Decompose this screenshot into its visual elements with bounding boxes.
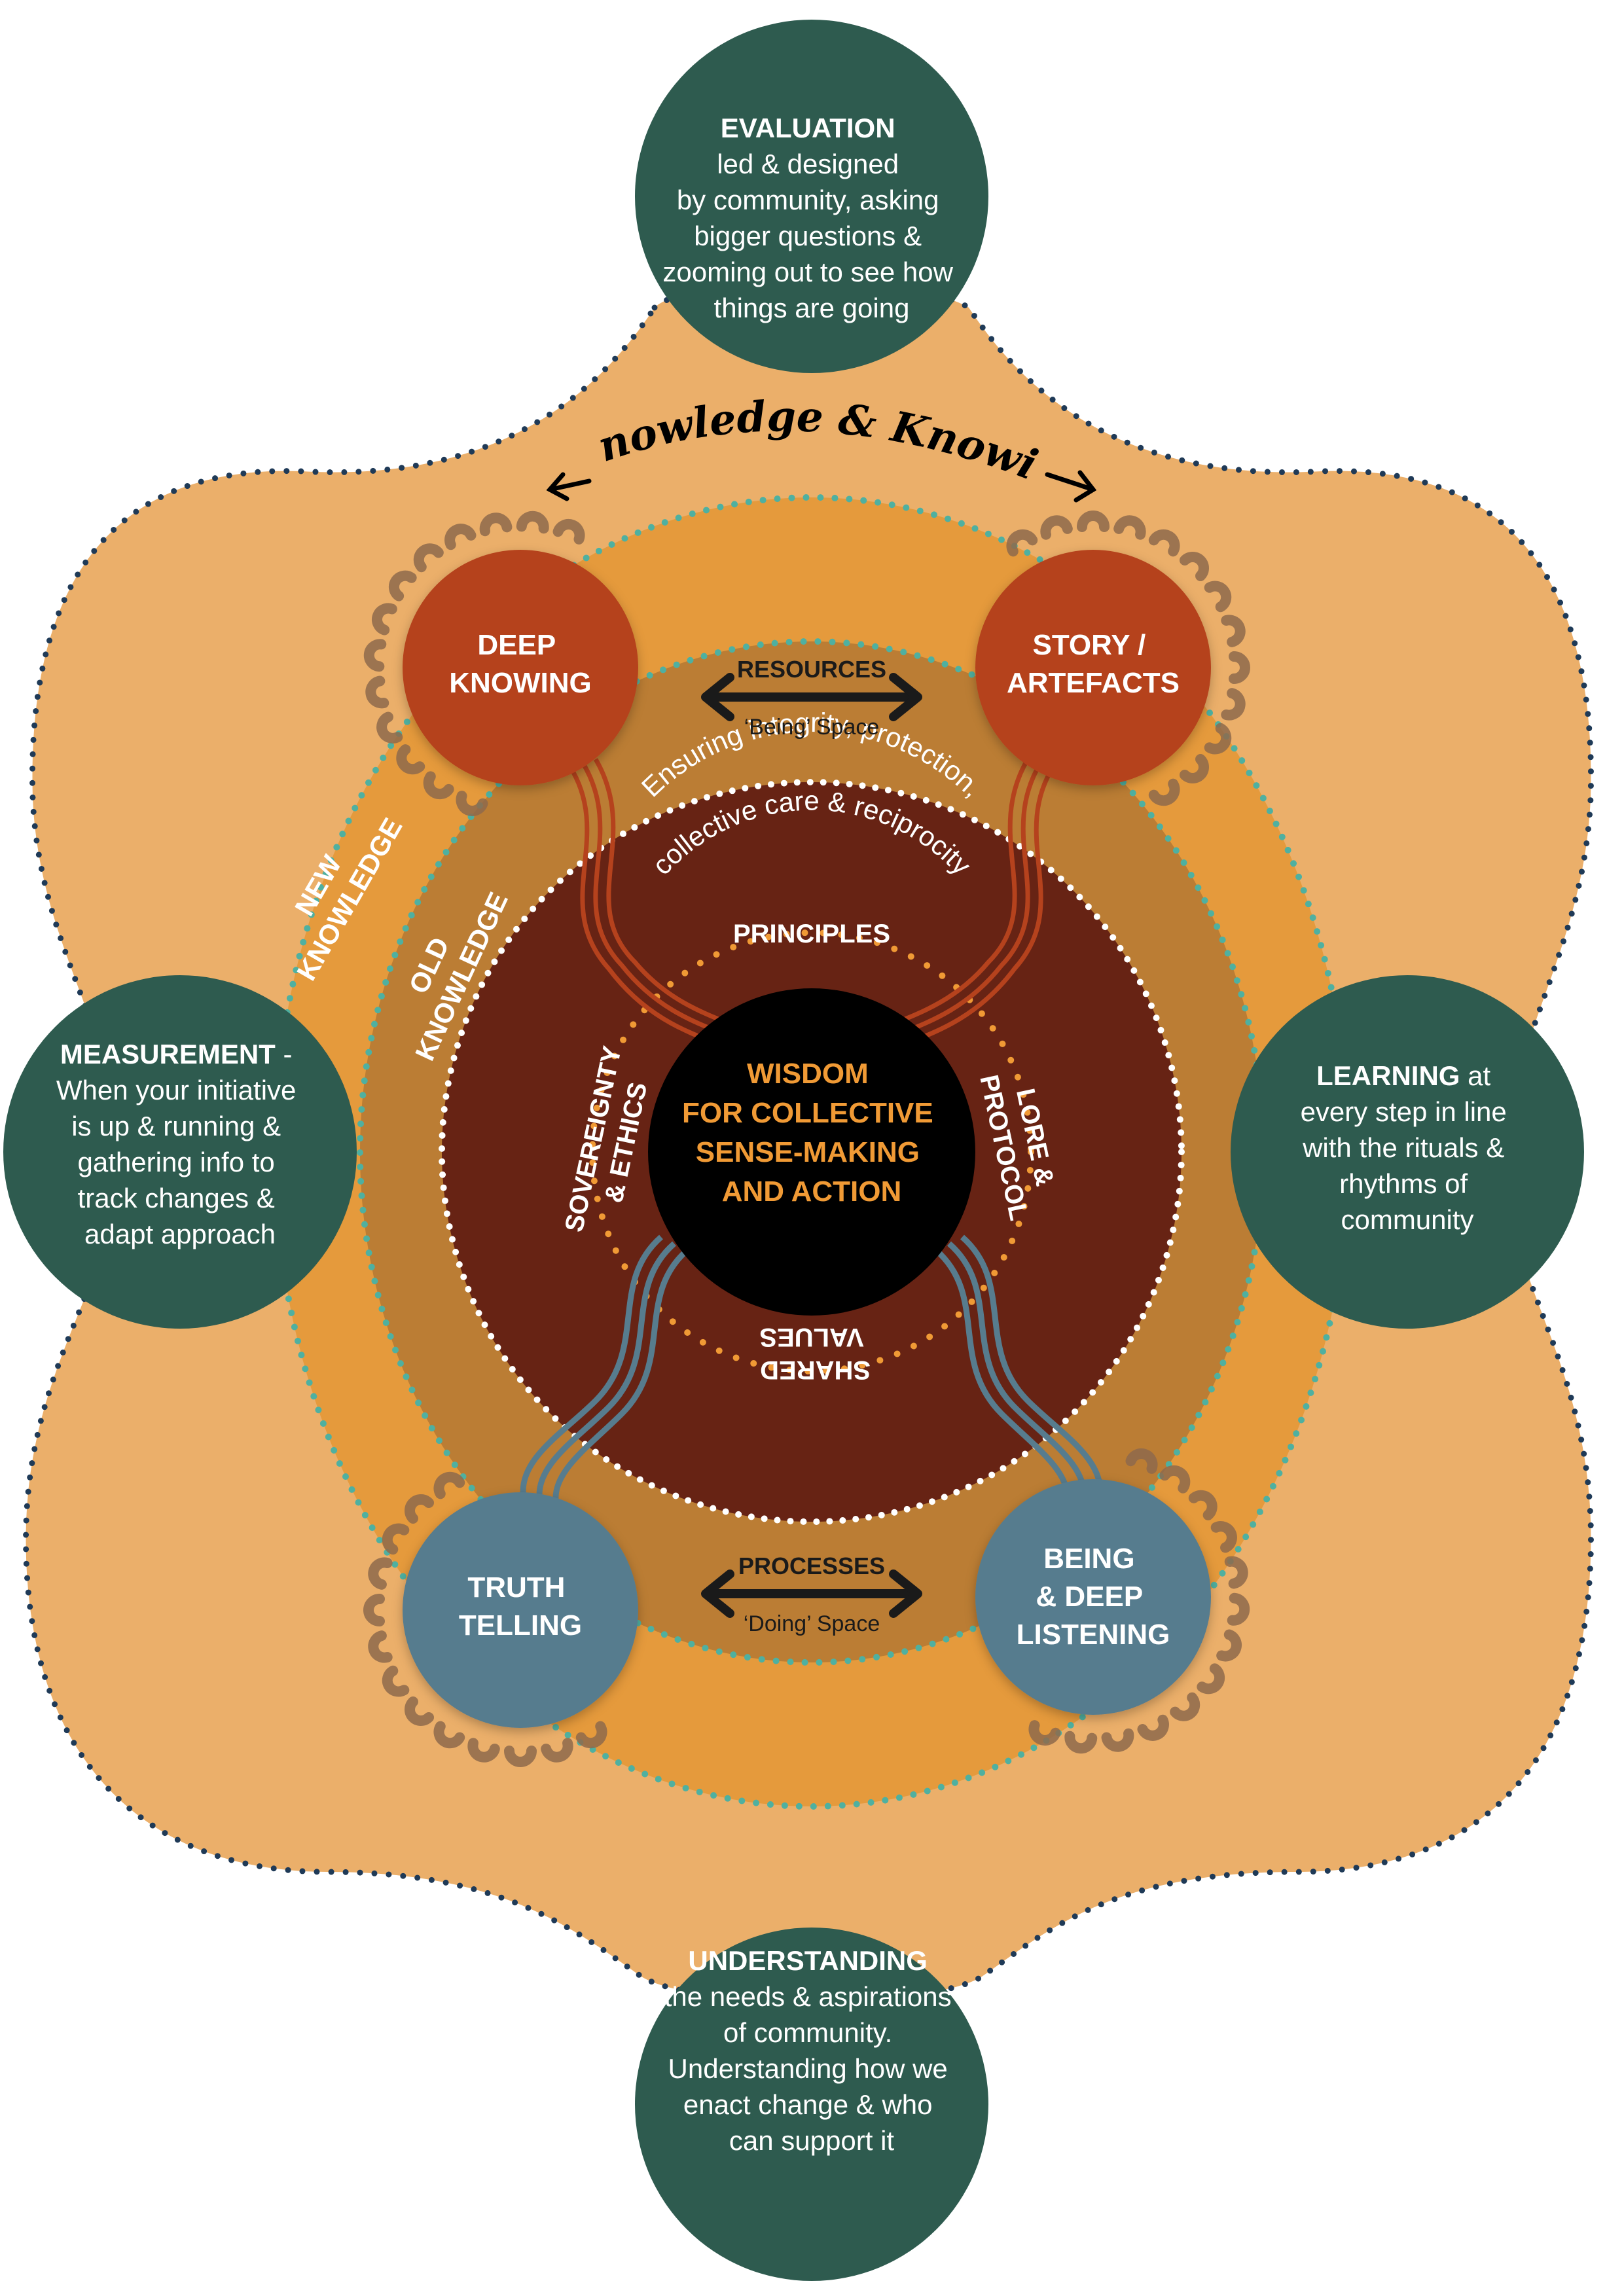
horseshoe-mark bbox=[365, 675, 389, 709]
rust-wavy-connector-left bbox=[568, 758, 741, 1050]
horseshoe-mark bbox=[504, 1746, 537, 1767]
horseshoe-mark bbox=[1224, 1556, 1248, 1589]
horseshoe-mark bbox=[1006, 529, 1038, 557]
horseshoe-mark bbox=[1179, 552, 1209, 582]
horseshoe-mark bbox=[1101, 1728, 1134, 1752]
horseshoe-mark bbox=[368, 1630, 393, 1663]
horseshoe-mark bbox=[1137, 1714, 1169, 1741]
horseshoe-mark bbox=[1159, 1465, 1191, 1494]
horseshoe-mark bbox=[405, 1696, 435, 1726]
understanding-node: UNDERSTANDING the needs & aspirations of… bbox=[635, 1928, 988, 2281]
svg-text:EVALUATION led & designe: EVALUATION led & designed by community, … bbox=[662, 113, 960, 323]
measurement-node: MEASUREMENT - When your initiative is up… bbox=[3, 975, 357, 1329]
horseshoe-mark bbox=[368, 1557, 393, 1590]
horseshoe-mark bbox=[363, 1594, 385, 1626]
horseshoe-mark bbox=[1221, 688, 1246, 721]
horseshoe-mark bbox=[433, 1471, 465, 1499]
svg-text:LEARNING at every step i: LEARNING at every step in line with the … bbox=[1301, 1060, 1515, 1235]
horseshoe-mark bbox=[1077, 511, 1110, 532]
doing-space-label: ‘Doing’ Space bbox=[744, 1611, 880, 1636]
horseshoe-mark bbox=[382, 1665, 410, 1697]
horseshoe-mark bbox=[1113, 515, 1146, 540]
horseshoe-mark bbox=[372, 603, 397, 636]
svg-text:SHARED VALUES: SHARED VALUES bbox=[753, 1323, 871, 1384]
horseshoe-mark bbox=[1227, 1592, 1250, 1626]
svg-text:UNDERSTANDING the needs: UNDERSTANDING the needs & aspirations of… bbox=[664, 1945, 960, 2156]
resources-label: RESOURCES bbox=[737, 656, 886, 683]
horseshoe-mark bbox=[1064, 1731, 1098, 1754]
horseshoe-mark bbox=[405, 1494, 435, 1524]
being-space-label: ‘Being’ Space bbox=[744, 715, 880, 740]
truth-telling-node: TRUTH TELLING bbox=[403, 1492, 638, 1728]
processes-arrow-icon bbox=[701, 1570, 922, 1618]
horseshoe-mark bbox=[1197, 1663, 1225, 1695]
horseshoe-mark bbox=[382, 1523, 410, 1555]
horseshoe-mark bbox=[423, 771, 454, 800]
blue-wavy-connector-right bbox=[934, 1234, 1104, 1506]
horseshoe-mark bbox=[1148, 529, 1180, 557]
horseshoe-mark bbox=[1040, 515, 1073, 540]
svg-text:BEING & DEEP LISTE: BEING & DEEP LISTENING bbox=[1017, 1543, 1170, 1651]
svg-text:STORY / ARTEFACTS: STORY / ARTEFACTS bbox=[1007, 629, 1180, 699]
learning-node: LEARNING at every step in line with the … bbox=[1231, 975, 1584, 1329]
blue-wavy-connector-left bbox=[520, 1234, 689, 1506]
svg-text:DEEP KNOWING: DEEP KNOWING bbox=[449, 629, 592, 699]
horseshoe-mark bbox=[1148, 778, 1180, 806]
horseshoe-mark bbox=[1221, 615, 1246, 647]
knowledge-arrow-left-icon bbox=[546, 472, 592, 501]
horseshoe-mark bbox=[1028, 1720, 1061, 1746]
horseshoe-mark bbox=[444, 524, 477, 550]
horseshoe-mark bbox=[363, 639, 387, 672]
horseshoe-mark bbox=[575, 1721, 607, 1749]
horseshoe-mark bbox=[456, 791, 488, 816]
horseshoe-mark bbox=[376, 711, 403, 744]
svg-text:MEASUREMENT - When your: MEASUREMENT - When your initiative is up… bbox=[56, 1039, 304, 1249]
resources-arrow-icon bbox=[701, 673, 922, 721]
horseshoe-mark bbox=[1179, 753, 1209, 783]
horseshoe-mark bbox=[516, 511, 549, 534]
horseshoe-mark bbox=[396, 744, 425, 775]
principles-label: PRINCIPLES bbox=[733, 920, 890, 948]
horseshoe-mark bbox=[388, 570, 417, 601]
outer-dotted-border bbox=[23, 280, 1594, 2004]
center-label: WISDOM FOR COLLECTIVE SENSE-MAKING AND A… bbox=[682, 1058, 941, 1208]
horseshoe-mark bbox=[552, 519, 585, 545]
horseshoe-mark bbox=[1125, 1448, 1158, 1474]
processes-label: PROCESSES bbox=[738, 1552, 885, 1579]
horseshoe-mark bbox=[1204, 723, 1232, 755]
horseshoe-mark bbox=[413, 543, 444, 573]
evaluation-node: EVALUATION led & designed by community, … bbox=[635, 20, 988, 373]
horseshoe-mark bbox=[433, 1721, 465, 1749]
being-deep-listening-node: BEING & DEEP LISTENING bbox=[975, 1479, 1211, 1715]
horseshoe-mark bbox=[1210, 1521, 1237, 1553]
horseshoe-mark bbox=[1204, 581, 1232, 613]
shared-values-label: SHARED VALUES bbox=[753, 1323, 871, 1384]
inner-disc-white-dots bbox=[439, 779, 1185, 1525]
horseshoe-mark bbox=[1229, 651, 1250, 684]
horseshoe-arcs bbox=[363, 511, 1250, 1767]
knowledge-arrow-right-icon bbox=[1045, 470, 1097, 503]
horseshoe-mark bbox=[467, 1738, 500, 1763]
horseshoe-mark bbox=[1216, 1629, 1242, 1662]
deep-knowing-node: DEEP KNOWING bbox=[403, 550, 638, 785]
svg-text:TRUTH TELLING: TRUTH TELLING bbox=[459, 1571, 582, 1641]
story-artefacts-node: STORY / ARTEFACTS bbox=[975, 550, 1211, 785]
horseshoe-mark bbox=[1170, 1692, 1200, 1721]
center-circle bbox=[648, 988, 975, 1316]
horseshoe-mark bbox=[541, 1738, 573, 1763]
rust-wavy-connector-right bbox=[882, 758, 1056, 1050]
horseshoe-mark bbox=[1188, 1490, 1218, 1520]
inner-orange-dots bbox=[589, 929, 1034, 1374]
horseshoe-mark bbox=[479, 512, 513, 537]
